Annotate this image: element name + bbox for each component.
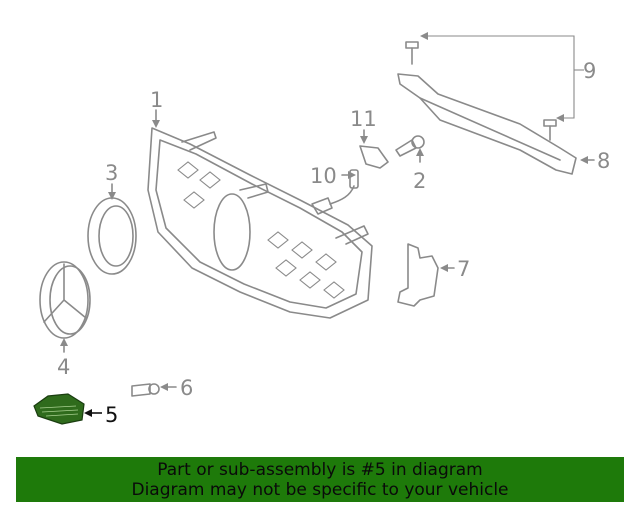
screw-part-6 xyxy=(131,383,177,397)
callout-3: 3 xyxy=(105,161,118,185)
grille-part xyxy=(147,109,373,319)
callout-1: 1 xyxy=(150,88,163,112)
callout-4: 4 xyxy=(57,355,70,379)
callout-9: 9 xyxy=(583,59,596,83)
callout-8: 8 xyxy=(597,149,610,173)
clip-part-11 xyxy=(359,129,389,169)
parts-diagram: 1 3 4 5 6 7 xyxy=(33,32,610,427)
module-part-highlighted xyxy=(33,393,102,425)
star-emblem-part xyxy=(39,261,91,353)
banner-line-1: Part or sub-assembly is #5 in diagram xyxy=(157,460,483,480)
screw-part-2 xyxy=(395,135,425,163)
info-banner: Part or sub-assembly is #5 in diagram Di… xyxy=(16,457,624,502)
banner-line-2: Diagram may not be specific to your vehi… xyxy=(131,480,509,500)
sensor-part-10 xyxy=(311,169,359,215)
callout-10: 10 xyxy=(310,164,337,188)
bracket-part-7 xyxy=(397,243,455,307)
callout-11: 11 xyxy=(350,107,377,131)
support-bar-part-8 xyxy=(397,73,595,175)
callout-6: 6 xyxy=(180,376,193,400)
callout-7: 7 xyxy=(457,257,470,281)
bolts-part-9 xyxy=(405,32,584,141)
callout-5: 5 xyxy=(105,403,118,427)
callout-2: 2 xyxy=(413,169,426,193)
emblem-frame-part xyxy=(87,183,137,275)
